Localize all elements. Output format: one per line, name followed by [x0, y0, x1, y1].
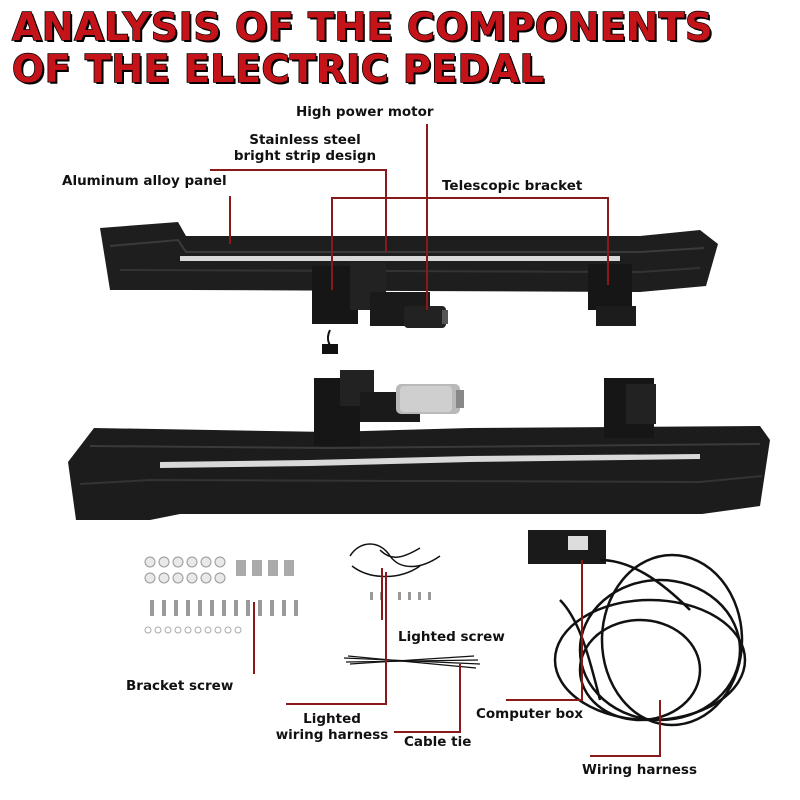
label-computer-box: Computer box — [476, 706, 584, 722]
upper-right-bracket — [588, 264, 636, 326]
bracket-screws — [150, 600, 298, 616]
wiring-harness-large — [553, 553, 747, 727]
label-aluminum-panel: Aluminum alloy panel — [62, 173, 227, 189]
label-stainless-strip-line2: bright strip design — [233, 148, 377, 164]
upper-motor — [404, 306, 448, 328]
lower-left-bracket — [314, 370, 420, 446]
label-stainless-strip: Stainless steel bright strip design — [232, 132, 378, 164]
title-line-1: ANALYSIS OF THE COMPONENTS — [11, 5, 713, 49]
small-washers — [144, 626, 242, 634]
label-lighted-wiring-harness-line1: Lighted — [303, 711, 361, 727]
lower-right-bracket — [604, 378, 656, 438]
leader-lines — [210, 124, 661, 757]
upper-running-board — [100, 222, 718, 292]
cable-ties — [343, 655, 481, 669]
label-bracket-screw: Bracket screw — [126, 678, 234, 694]
label-cable-tie: Cable tie — [404, 734, 472, 750]
washers-and-nuts — [144, 556, 294, 584]
label-lighted-wiring-harness-line2: wiring harness — [275, 727, 389, 743]
title-line-2: OF THE ELECTRIC PEDAL — [11, 47, 545, 91]
upper-left-bracket — [312, 262, 430, 354]
label-wiring-harness: Wiring harness — [582, 762, 697, 778]
lighted-screws — [370, 592, 431, 600]
computer-box — [528, 530, 606, 564]
lower-stainless-strip — [160, 454, 700, 468]
upper-stainless-strip — [180, 256, 620, 261]
label-lighted-screw: Lighted screw — [398, 629, 505, 645]
label-stainless-strip-line1: Stainless steel — [249, 132, 361, 148]
lighted-wiring-harness-small — [349, 543, 441, 578]
label-lighted-wiring-harness: Lighted wiring harness — [272, 711, 392, 743]
lower-motor — [396, 384, 464, 414]
label-high-power-motor: High power motor — [296, 104, 434, 120]
lower-running-board — [68, 426, 770, 520]
label-telescopic-bracket: Telescopic bracket — [442, 178, 583, 194]
